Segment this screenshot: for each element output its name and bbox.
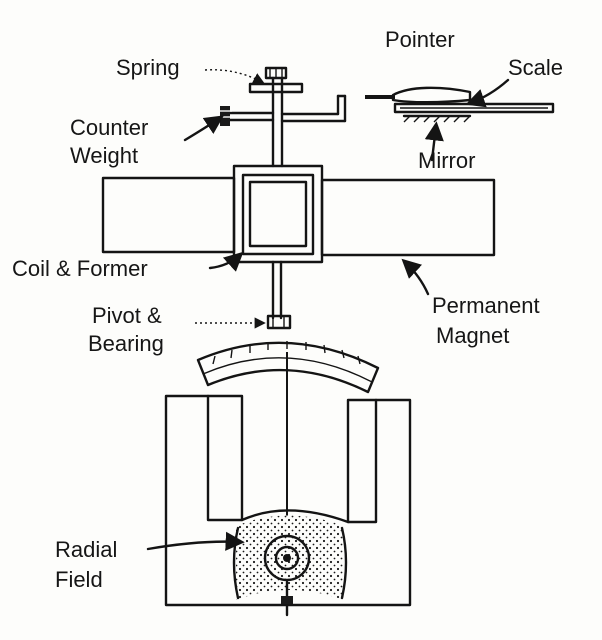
label-pivot-bearing-line1: Pivot & [92,303,162,328]
label-counter-weight-line2: Weight [70,143,138,168]
leader-lines [146,69,510,551]
permanent-magnet-bar [101,176,496,257]
label-radial-field-line1: Radial [55,537,117,562]
soft-iron-core [263,534,311,582]
label-scale: Scale [508,55,563,80]
label-permanent-magnet-line2: Magnet [436,323,509,348]
spring [248,66,304,94]
label-radial-field-line2: Field [55,567,103,592]
label-pivot-bearing-line2: Bearing [88,331,164,356]
pointer-scale-mirror [365,86,555,123]
counter-weight [218,106,275,126]
bottom-pivot [281,580,293,617]
label-coil-former: Coil & Former [12,256,148,281]
label-spring: Spring [116,55,180,80]
pointer-arm [280,94,347,123]
label-pointer: Pointer [385,27,455,52]
pivot-bearing [266,314,292,330]
label-permanent-magnet-line1: Permanent [432,293,540,318]
label-mirror: Mirror [418,148,475,173]
coil-former [232,164,324,264]
spindle-shaft [271,76,284,320]
lower-magnet [164,394,412,607]
label-counter-weight-line1: Counter [70,115,148,140]
